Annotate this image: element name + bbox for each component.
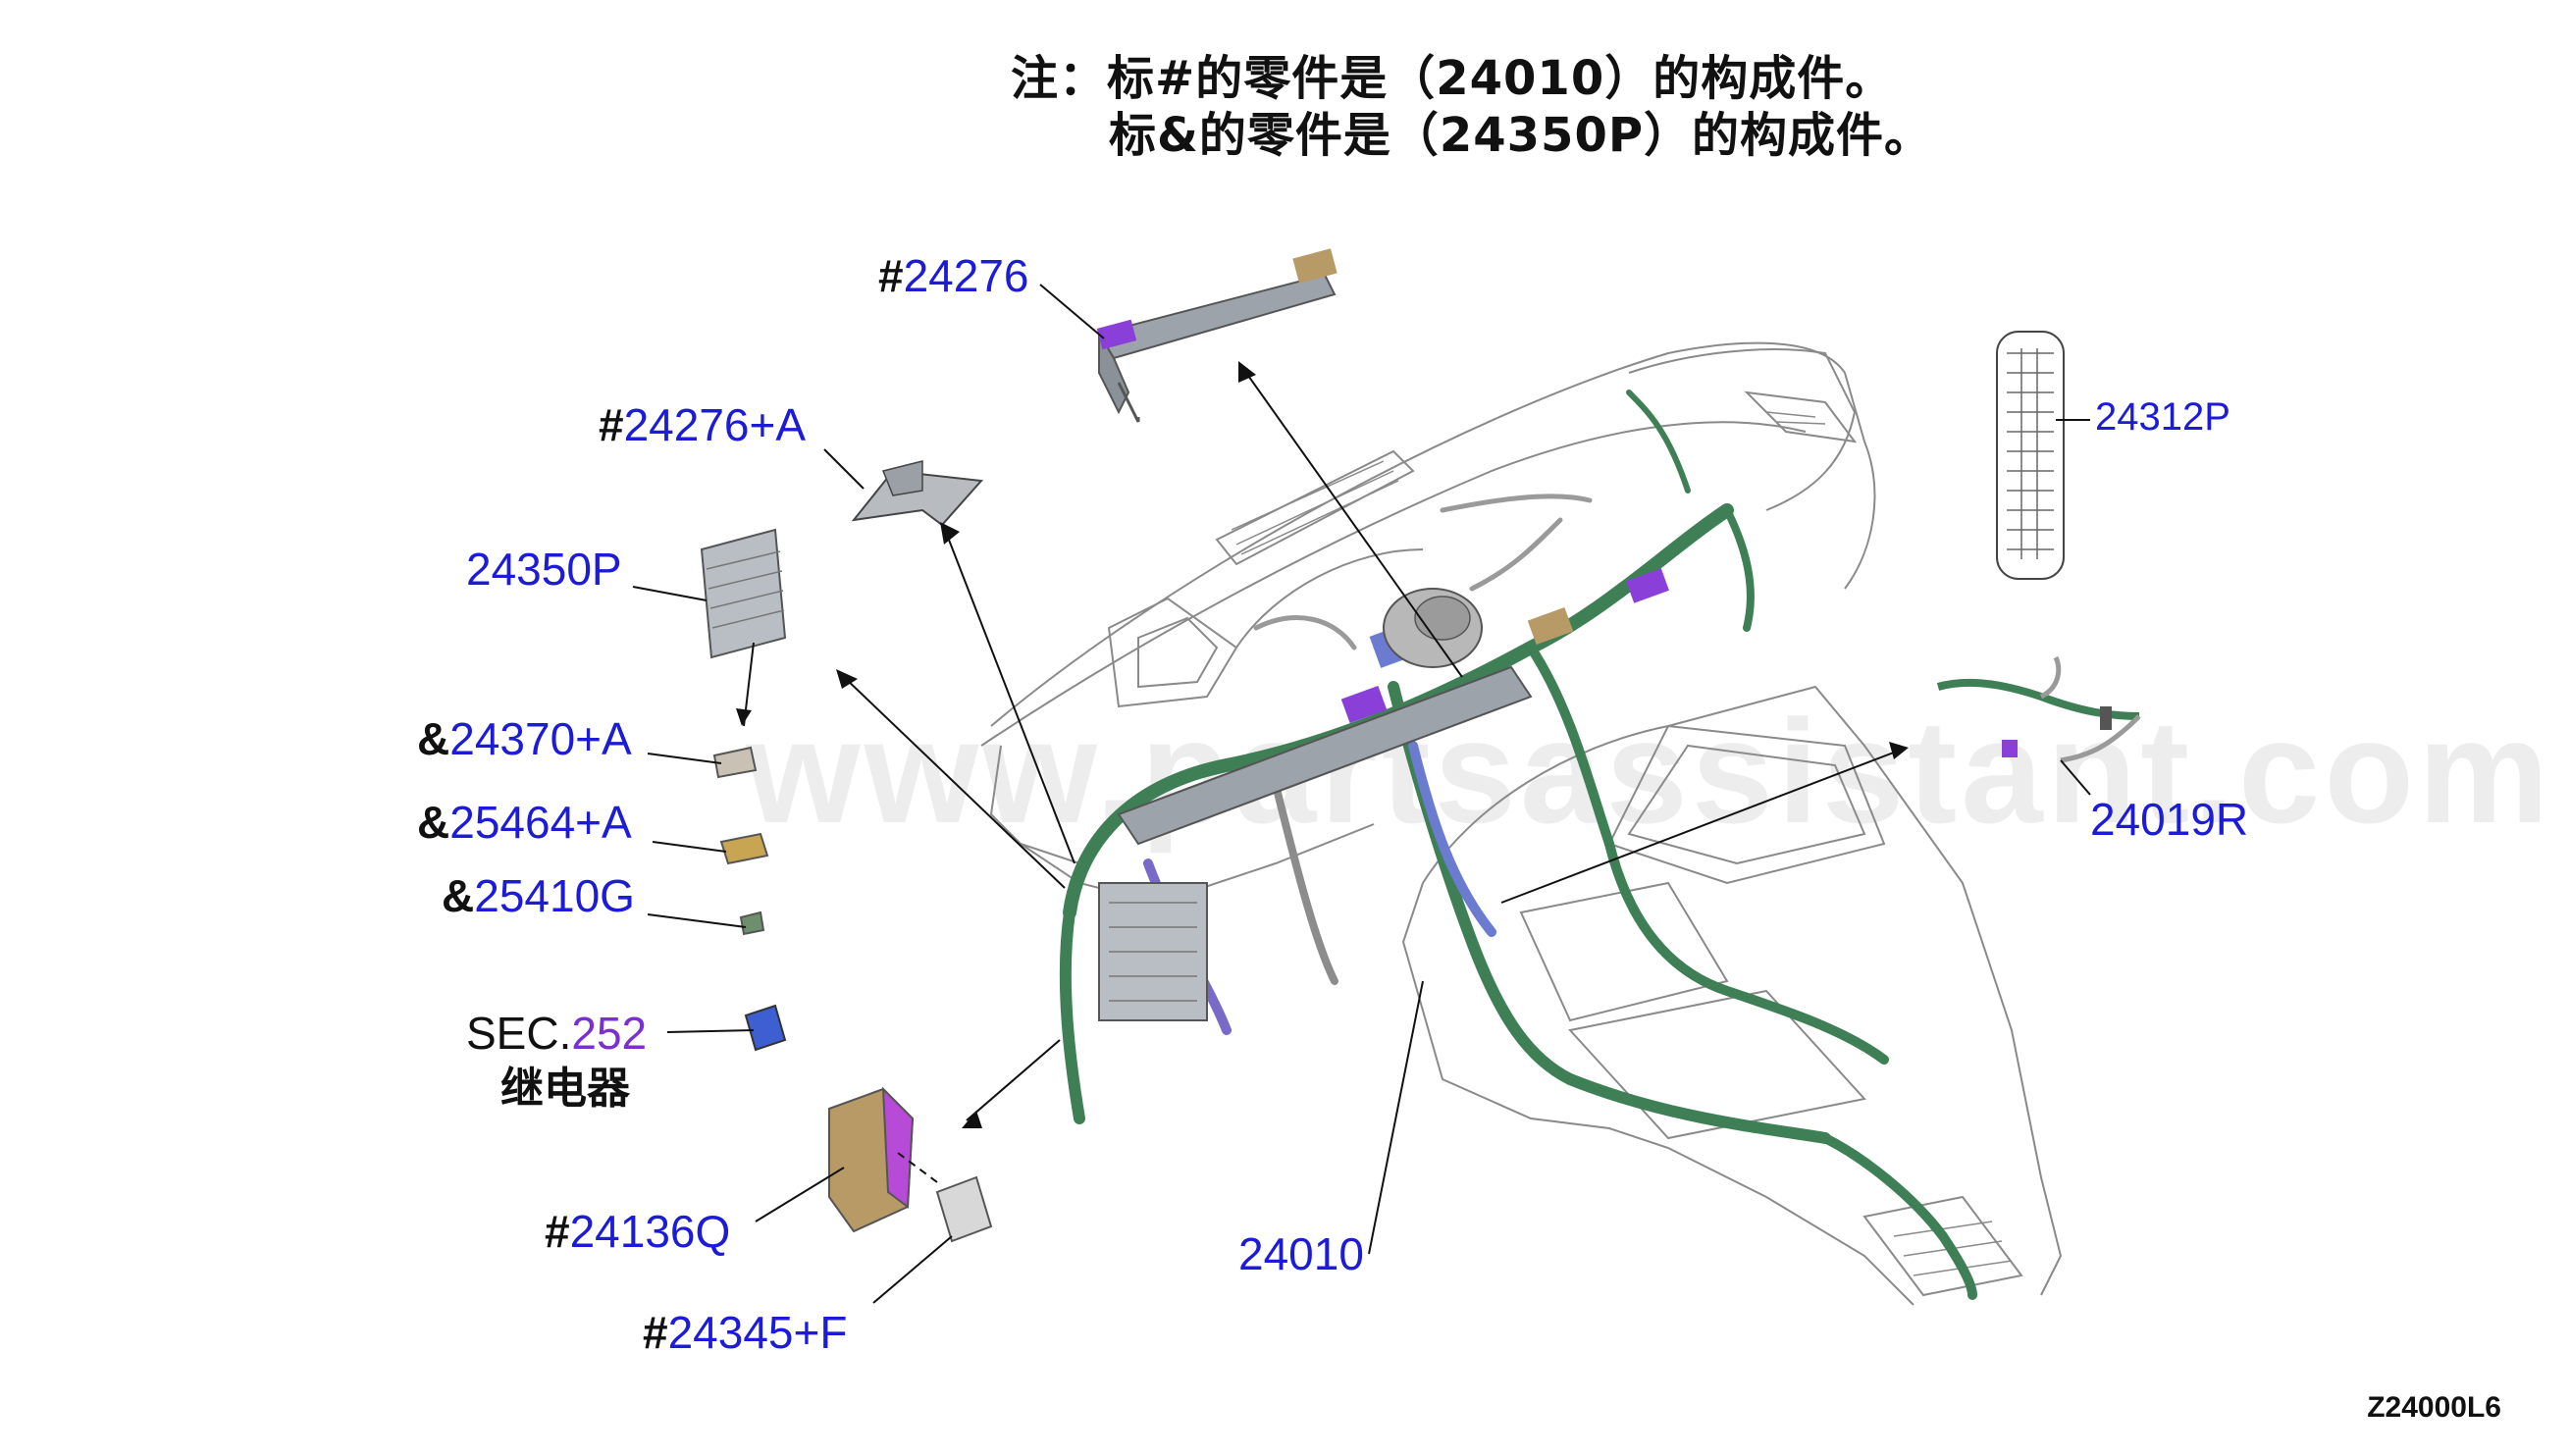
part-25464-a [719,832,769,865]
section-number: 252 [571,1008,648,1059]
part-25410g [739,910,765,936]
part-number: 24370+A [449,713,632,764]
label-24019r[interactable]: 24019R [2090,797,2248,842]
main-harness [1059,390,1977,1300]
label-24276-a[interactable]: #24276+A [599,402,806,447]
part-252-relay [744,1004,787,1052]
diagram-code: Z24000L6 [2367,1391,2501,1424]
arrowheads [736,361,1909,1128]
label-24010[interactable]: 24010 [1238,1231,1364,1276]
part-24019r-harness [1936,655,2141,763]
part-24136q [828,1086,915,1233]
part-number: 24019R [2090,794,2249,845]
label-prefix: & [417,713,450,764]
label-prefix: SEC. [466,1008,572,1059]
part-number: 24276+A [623,399,807,450]
label-relay: 继电器 [500,1064,630,1114]
part-24276-bracket [1096,248,1337,423]
part-24345-f [935,1175,993,1243]
label-prefix: # [878,250,904,301]
label-prefix: & [417,797,450,848]
part-24276-a-bracket [851,460,984,527]
part-number: 24276 [903,250,1029,301]
part-24370-a [712,746,758,779]
part-24350p-box [700,528,787,659]
label-prefix: # [599,399,624,450]
note-line-1: 注：标#的零件是（24010）的构成件。 [1011,51,1894,106]
watermark: www.partsassistant.com [746,689,2553,854]
center-component-cluster [1383,588,1483,668]
part-number: 24136Q [569,1206,731,1257]
label-24136q[interactable]: #24136Q [545,1209,730,1254]
label-24350p[interactable]: 24350P [466,546,622,592]
part-number: 24312P [2095,395,2230,439]
label-sec-252[interactable]: SEC.252 [466,1011,647,1056]
label-prefix: & [442,870,475,921]
label-prefix: # [545,1206,570,1257]
part-number: 25464+A [449,797,632,848]
part-number: 24010 [1238,1228,1364,1279]
part-24312p-fuse-chart [1996,331,2065,580]
label-25410g[interactable]: &25410G [442,873,635,918]
label-24345-f[interactable]: #24345+F [643,1310,847,1355]
part-number: 24350P [466,544,622,595]
note-line-2: 标&的零件是（24350P）的构成件。 [1109,108,1933,163]
label-24370-a[interactable]: &24370+A [417,716,632,761]
label-25464-a[interactable]: &25464+A [417,800,632,845]
part-number: 24345+F [667,1307,848,1358]
part-number: 25410G [474,870,635,921]
label-24312p[interactable]: 24312P [2095,397,2230,437]
harness-fuse-block [1098,882,1208,1021]
label-24276[interactable]: #24276 [878,253,1029,298]
label-prefix: # [643,1307,668,1358]
